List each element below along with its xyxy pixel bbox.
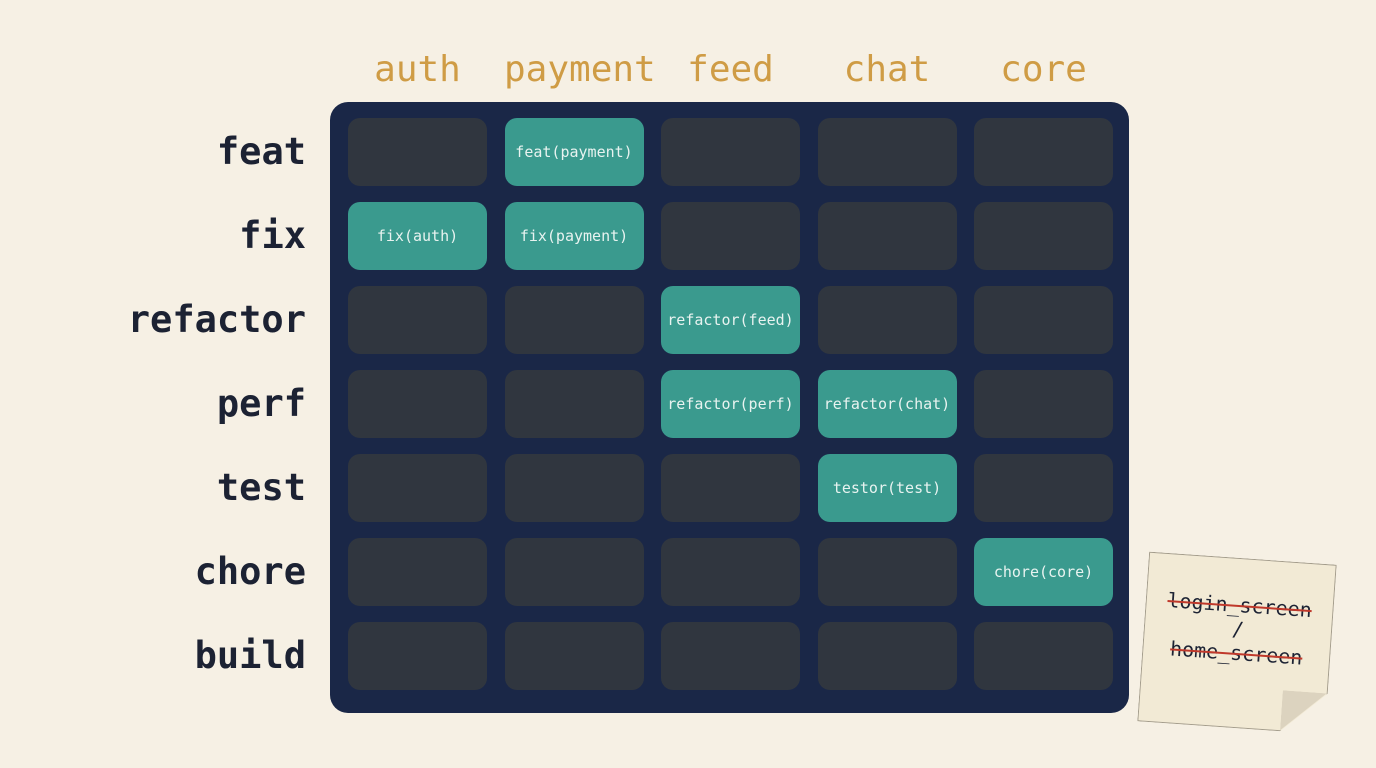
row-header-2: refactor bbox=[127, 298, 306, 341]
grid-cell-empty bbox=[817, 622, 957, 690]
grid-cell-active: testor(test) bbox=[817, 454, 957, 522]
grid-cell-empty bbox=[348, 286, 487, 354]
grid-cell-empty bbox=[661, 622, 800, 690]
grid-cell-empty bbox=[504, 622, 644, 690]
column-header-4: core bbox=[1000, 49, 1087, 90]
grid-cell-empty bbox=[817, 202, 957, 270]
grid-cell-empty bbox=[817, 538, 957, 606]
grid-cell-empty bbox=[661, 454, 800, 522]
scope-type-grid: feat(payment)fix(auth)fix(payment)refact… bbox=[330, 102, 1129, 713]
grid-cell-active: feat(payment) bbox=[504, 118, 644, 186]
note-folded-corner bbox=[1280, 690, 1327, 733]
grid-cell-empty bbox=[348, 370, 487, 438]
row-header-0: feat bbox=[216, 130, 306, 173]
row-header-4: test bbox=[216, 466, 306, 509]
grid-cell-empty bbox=[974, 286, 1113, 354]
grid-cell-empty bbox=[504, 538, 644, 606]
grid-cell-empty bbox=[974, 454, 1113, 522]
grid-cell-empty bbox=[974, 370, 1113, 438]
column-header-0: auth bbox=[374, 49, 461, 90]
grid-cell-active: refactor(chat) bbox=[817, 370, 957, 438]
grid-cell-empty bbox=[974, 202, 1113, 270]
row-header-3: perf bbox=[216, 382, 306, 425]
column-header-1: payment bbox=[504, 49, 656, 90]
grid-cell-empty bbox=[504, 454, 644, 522]
grid-cell-empty bbox=[348, 622, 487, 690]
row-header-6: build bbox=[194, 634, 306, 677]
grid-cell-empty bbox=[504, 286, 644, 354]
grid-cell-empty bbox=[348, 538, 487, 606]
grid-cell-empty bbox=[974, 118, 1113, 186]
row-header-1: fix bbox=[239, 214, 306, 257]
grid-cell-empty bbox=[661, 538, 800, 606]
grid-cell-active: refactor(perf) bbox=[661, 370, 800, 438]
grid-cell-empty bbox=[504, 370, 644, 438]
sticky-note: login_screen / home_screen bbox=[1137, 552, 1336, 735]
grid-cell-empty bbox=[348, 454, 487, 522]
row-header-5: chore bbox=[194, 550, 306, 593]
grid-cell-empty bbox=[974, 622, 1113, 690]
grid-cell-active: fix(auth) bbox=[348, 202, 487, 270]
column-header-2: feed bbox=[687, 49, 774, 90]
column-header-3: chat bbox=[843, 49, 931, 90]
grid-cell-active: chore(core) bbox=[974, 538, 1113, 606]
sticky-note-text: login_screen / home_screen bbox=[1143, 587, 1334, 672]
grid-cell-empty bbox=[661, 118, 800, 186]
grid-cell-empty bbox=[817, 286, 957, 354]
grid-cell-empty bbox=[817, 118, 957, 186]
grid-cell-empty bbox=[348, 118, 487, 186]
grid-cell-active: fix(payment) bbox=[504, 202, 644, 270]
grid-cell-empty bbox=[661, 202, 800, 270]
grid-cell-active: refactor(feed) bbox=[661, 286, 800, 354]
